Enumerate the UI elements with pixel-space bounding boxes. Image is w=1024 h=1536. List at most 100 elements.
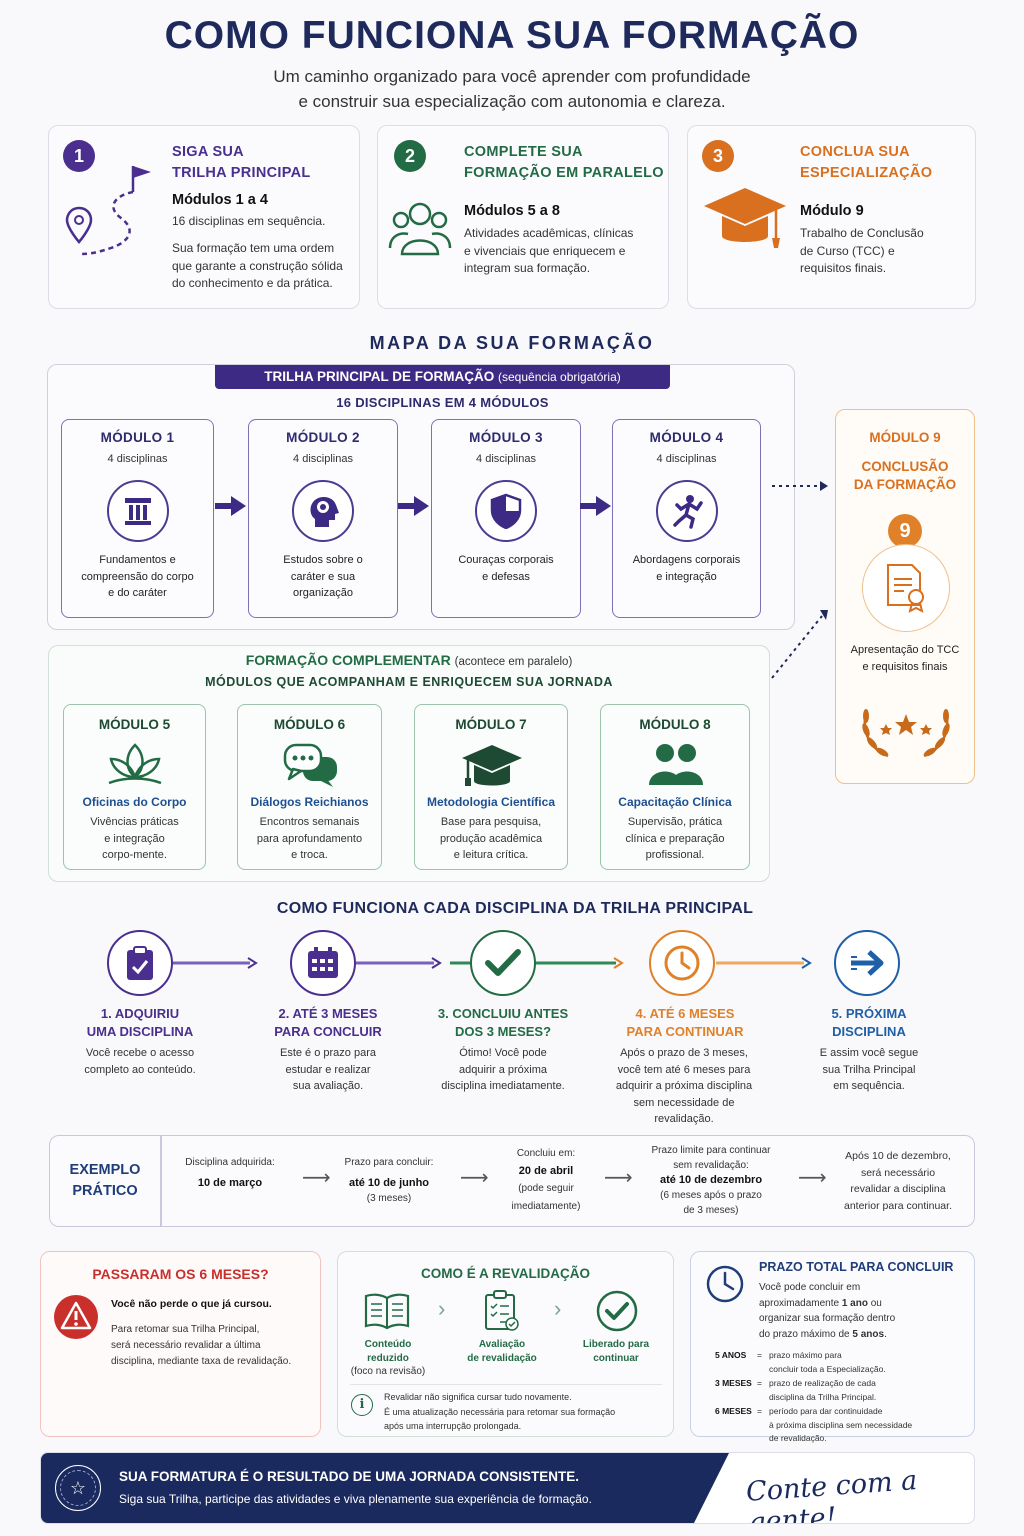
trilha-subtitle: 16 DISCIPLINAS EM 4 MÓDULOS <box>336 395 549 410</box>
group-icon <box>388 202 452 256</box>
module-9-badge: 9 <box>888 514 922 548</box>
calendar-icon <box>290 930 356 996</box>
people-icon <box>649 744 703 785</box>
dotted-connector <box>771 610 828 679</box>
warning-icon <box>54 1295 98 1339</box>
laurel-icon <box>862 709 950 758</box>
warning-text: Para retomar sua Trilha Principal,será n… <box>111 1324 292 1367</box>
step-number-badge: 2 <box>394 140 426 172</box>
arrow-right-icon <box>834 930 900 996</box>
step-modules: Módulos 5 a 8 <box>464 203 560 219</box>
revalidation-divider <box>350 1384 662 1385</box>
graduation-cap-icon <box>462 745 522 786</box>
example-arrow: ⟶ <box>604 1167 633 1189</box>
warning-bold: Você não perde o que já cursou. <box>111 1298 272 1310</box>
module-6-card: MÓDULO 6 Diálogos Reichianos Encontros s… <box>237 704 382 870</box>
example-arrow: ⟶ <box>798 1167 827 1189</box>
chevron-right-icon: › <box>438 1296 446 1321</box>
head-brain-icon <box>292 480 354 542</box>
page-title: COMO FUNCIONA SUA FORMAÇÃO <box>164 14 860 57</box>
step-number-badge: 1 <box>63 140 95 172</box>
checklist-icon <box>485 1290 519 1331</box>
complementar-title: FORMAÇÃO COMPLEMENTAR (acontece em paral… <box>245 652 573 668</box>
footer-background-shape <box>41 1453 729 1523</box>
step-modules: Módulo 9 <box>800 203 864 219</box>
revalidation-title: COMO É A REVALIDAÇÃO <box>420 1266 590 1281</box>
dotted-connector <box>772 481 828 491</box>
step-number-badge: 3 <box>702 140 734 172</box>
example-divider <box>160 1136 162 1226</box>
map-route-icon <box>65 166 151 256</box>
module-8-card: MÓDULO 8 Capacitação Clínica Supervisão,… <box>600 704 750 870</box>
deadline-item-1: 5 ANOS=prazo máximo para concluir toda a… <box>715 1350 886 1374</box>
module-3-card: MÓDULO 3 4 disciplinas Couraças corporai… <box>431 419 581 618</box>
map-title: MAPA DA SUA FORMAÇÃO <box>369 333 655 353</box>
lotus-icon <box>108 743 162 785</box>
example-panel <box>49 1135 975 1227</box>
module-9-name: MÓDULO 9 <box>869 430 941 445</box>
step-detail: 16 disciplinas em sequência. <box>172 214 326 228</box>
check-circle-icon <box>596 1290 638 1332</box>
example-item-2: Prazo para concluir:até 10 de junho(3 me… <box>344 1157 434 1204</box>
module-7-card: MÓDULO 7 Metodologia Científica Base par… <box>414 704 568 870</box>
module-arrow <box>215 494 247 518</box>
deadline-text: Você pode concluir em aproximadamente 1 … <box>759 1282 896 1340</box>
revalidation-note: Revalidar não significa cursar tudo nova… <box>384 1392 616 1431</box>
chevron-right-icon: › <box>554 1296 562 1321</box>
deadline-title: PRAZO TOTAL PARA CONCLUIR <box>759 1260 954 1274</box>
module-5-card: MÓDULO 5 Oficinas do Corpo Vivências prá… <box>63 704 206 870</box>
module-4-card: MÓDULO 4 4 disciplinas Abordagens corpor… <box>612 419 761 618</box>
complementar-subtitle: MÓDULOS QUE ACOMPANHAM E ENRIQUECEM SUA … <box>205 675 613 689</box>
flow-title: COMO FUNCIONA CADA DISCIPLINA DA TRILHA … <box>276 900 754 917</box>
module-arrow <box>398 494 430 518</box>
step-modules: Módulos 1 a 4 <box>172 192 268 208</box>
example-arrow: ⟶ <box>460 1167 489 1189</box>
column-icon <box>106 480 169 542</box>
shield-icon <box>475 480 537 542</box>
certificate-icon <box>862 544 950 632</box>
info-icon: i <box>351 1394 373 1416</box>
clock-icon <box>706 1265 744 1303</box>
example-item-1: Disciplina adquirida:10 de março <box>185 1157 275 1189</box>
deadline-card: PRAZO TOTAL PARA CONCLUIR Você pode conc… <box>690 1251 975 1443</box>
deadline-item-2: 3 MESES=prazo de realização de cada disc… <box>715 1378 877 1402</box>
deadline-item-3: 6 MESES=período para dar continuidade à … <box>715 1406 913 1443</box>
book-icon <box>364 1293 410 1330</box>
warning-title: PASSARAM OS 6 MESES? <box>92 1266 269 1282</box>
checkmark-icon <box>470 930 536 996</box>
warning-card: PASSARAM OS 6 MESES? Você não perde o qu… <box>40 1251 321 1437</box>
graduation-cap-icon <box>704 188 786 248</box>
footer-subline: Siga sua Trilha, participe das atividade… <box>119 1492 592 1506</box>
example-arrow: ⟶ <box>302 1167 331 1189</box>
page-subtitle: Um caminho organizado para você aprender… <box>273 67 751 111</box>
body-movement-icon <box>655 480 718 542</box>
trilha-principal-banner: TRILHA PRINCIPAL DE FORMAÇÃO (sequência … <box>215 365 670 389</box>
module-arrow <box>580 494 612 518</box>
